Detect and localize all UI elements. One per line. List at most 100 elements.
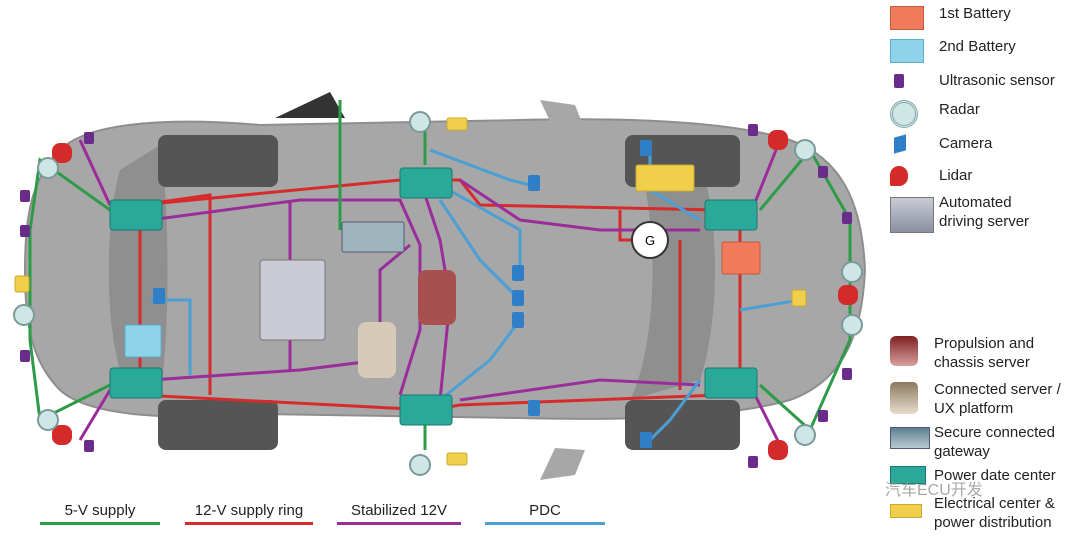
secure-gateway-icon [890, 427, 930, 449]
ultrasonic-sensor-5 [84, 440, 94, 452]
ultrasonic-sensor-1 [84, 132, 94, 144]
electrical-center-front [791, 289, 807, 307]
connected-server-icon [890, 382, 918, 414]
camera-4 [512, 312, 524, 328]
radar-6 [794, 139, 816, 161]
legend-camera: Camera [890, 134, 992, 154]
legend-connected-server: Connected server / UX platform [890, 380, 1061, 418]
lidar-4 [768, 440, 788, 460]
wire-stab-1 [149, 198, 422, 396]
radar-5 [409, 454, 431, 476]
ultrasonic-sensor-7 [818, 166, 828, 178]
legend-battery1: 1st Battery [890, 4, 1011, 30]
supply-stabilized-line [337, 522, 461, 525]
wheel-rear-bottom [158, 400, 278, 450]
wire-stab-8 [78, 389, 112, 441]
lidar-3 [838, 285, 858, 305]
legend-propulsion-server: Propulsion and chassis server [890, 334, 1034, 372]
ultrasonic-sensor-9 [842, 368, 852, 380]
legend-secure-gateway: Secure connected gateway [890, 423, 1055, 461]
mirror-bottom [540, 448, 585, 480]
wheel-rear-top [158, 135, 278, 187]
supply-pdc-label: PDC [529, 502, 561, 519]
watermark: 汽车ECU开发 [885, 482, 983, 499]
generator [631, 221, 669, 259]
propulsion-chassis-server [418, 270, 456, 325]
radar-4 [409, 111, 431, 133]
power-data-center-5 [704, 199, 758, 231]
wire-pdc-3 [439, 319, 522, 402]
power-data-center-4 [399, 394, 453, 426]
legend-battery2: 2nd Battery [890, 37, 1016, 63]
antenna-fin [275, 92, 345, 118]
wire-12v-rear-link [139, 193, 212, 395]
power-data-center-3 [399, 167, 453, 199]
lidar-1 [52, 143, 72, 163]
wire-stab-6 [459, 378, 701, 402]
wire-stab-7 [78, 139, 112, 206]
camera-5 [528, 175, 540, 191]
battery2-icon [890, 39, 924, 63]
mirror-top [540, 100, 585, 132]
ultrasonic-sensor-10 [818, 410, 828, 422]
radar-icon [890, 100, 918, 128]
wire-pdc-2 [438, 199, 522, 302]
supply-5v-line [40, 522, 160, 525]
legend-ultrasonic: Ultrasonic sensor [890, 71, 1055, 90]
propulsion-server-icon [890, 336, 918, 366]
wire-pdc-4 [429, 148, 531, 187]
camera-6 [640, 140, 652, 156]
electrical-center-main [635, 164, 695, 192]
battery-2 [124, 324, 162, 358]
radar-1 [37, 157, 59, 179]
electrical-center-icon [890, 504, 922, 518]
camera-2 [512, 265, 524, 281]
legend-power-data-center: Power date center [890, 466, 1056, 485]
radar-9 [794, 424, 816, 446]
automated-driving-server-icon [890, 197, 934, 233]
generator-label: G [645, 233, 655, 248]
electrical-center-rear [14, 275, 30, 293]
battery-1 [721, 241, 761, 275]
camera-7 [528, 400, 540, 416]
legend-radar: Radar [890, 100, 980, 128]
ultrasonic-sensor-8 [842, 212, 852, 224]
legend-lidar: Lidar [890, 166, 972, 186]
supply-stabilized-label: Stabilized 12V [351, 502, 447, 519]
lidar-5 [52, 425, 72, 445]
supply-pdc-line [485, 522, 605, 525]
camera-icon [894, 134, 906, 154]
lidar-2 [768, 130, 788, 150]
legend-automated-driving-server: Automated driving server [890, 193, 1029, 233]
camera-3 [512, 290, 524, 306]
radar-7 [841, 261, 863, 283]
radar-3 [37, 409, 59, 431]
power-data-center-1 [109, 199, 163, 231]
supply-12v-line [185, 522, 313, 525]
radar-8 [841, 314, 863, 336]
ultrasonic-sensor-4 [20, 350, 30, 362]
connected-server [358, 322, 396, 378]
camera-8 [640, 432, 652, 448]
windshield-front [630, 140, 715, 400]
ultrasonic-sensor-3 [20, 225, 30, 237]
battery1-icon [890, 6, 924, 30]
wire-pdc-7 [648, 379, 702, 442]
supply-12v-label: 12-V supply ring [194, 502, 304, 519]
radar-2 [13, 304, 35, 326]
ultrasonic-sensor-6 [748, 124, 758, 136]
electrical-center-bottom [446, 452, 468, 466]
automated-driving-server [259, 259, 326, 341]
ultrasonic-sensor-2 [20, 190, 30, 202]
ultrasonic-icon [894, 74, 904, 88]
legend-electrical-center: Electrical center & power distribution [890, 494, 1055, 532]
power-data-center-6 [704, 367, 758, 399]
power-data-center-2 [109, 367, 163, 399]
wire-pdc-1 [439, 183, 522, 275]
lidar-icon [890, 166, 908, 186]
power-data-center-icon [890, 466, 926, 484]
ultrasonic-sensor-11 [748, 456, 758, 468]
electrical-center-top [446, 117, 468, 131]
secure-connected-gateway [341, 221, 405, 253]
